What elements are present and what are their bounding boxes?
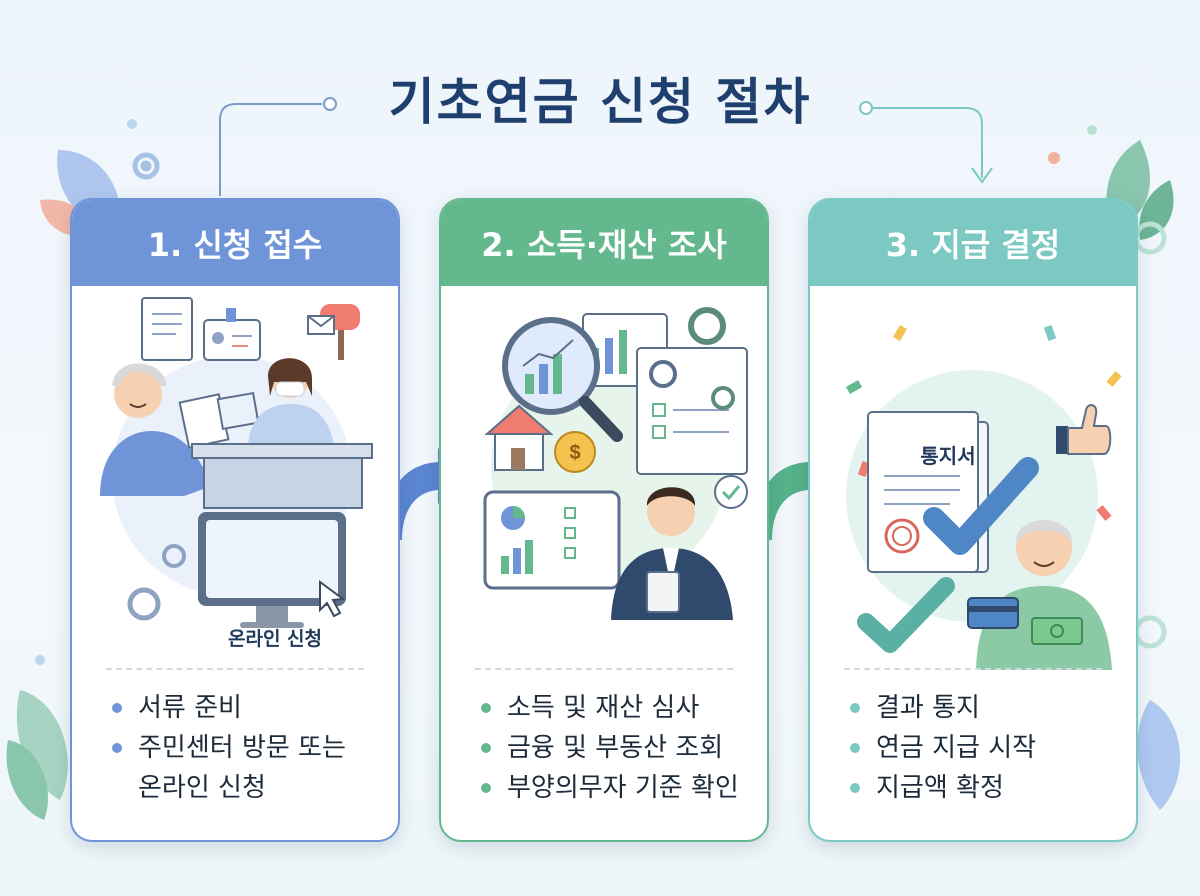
- notice-label: 통지서: [920, 444, 976, 468]
- list-item: 서류 준비: [112, 688, 346, 728]
- step-heading: 2. 소득·재산 조사: [441, 200, 767, 286]
- analyst-figure: [611, 487, 733, 620]
- list-item: 지급액 확정: [850, 768, 1036, 808]
- magnifier-icon: [502, 317, 623, 442]
- list-item: 금융 및 부동산 조회: [481, 728, 739, 768]
- bullet-icon: [850, 703, 860, 713]
- step-card-1: 1. 신청 접수: [70, 198, 400, 842]
- step-card-2: 2. 소득·재산 조사: [439, 198, 769, 842]
- page-title: 기초연금 신청 절차: [388, 73, 812, 131]
- coin-icon: $: [554, 431, 596, 473]
- bullet-icon: [850, 743, 860, 753]
- document-icon: [141, 297, 193, 361]
- list-item: 결과 통지: [850, 688, 1036, 728]
- step-3-illustration: 통지서: [810, 286, 1136, 670]
- id-card-icon: [203, 308, 261, 361]
- gear-icon: [132, 152, 160, 180]
- svg-text:$: $: [569, 442, 580, 464]
- bullet-icon: [112, 703, 122, 713]
- step-1-illustration: 온라인 신청: [72, 286, 398, 670]
- step-item-list: 결과 통지 연금 지급 시작 지급액 확정: [850, 688, 1036, 808]
- bullet-icon: [850, 783, 860, 793]
- check-bubble-icon: [714, 475, 748, 509]
- step-item-list: 소득 및 재산 심사 금융 및 부동산 조회 부양의무자 기준 확인: [481, 688, 739, 808]
- divider: [844, 668, 1102, 670]
- bullet-icon: [481, 743, 491, 753]
- step-heading: 3. 지급 결정: [810, 200, 1136, 286]
- list-item: 소득 및 재산 심사: [481, 688, 739, 728]
- bullet-icon: [481, 783, 491, 793]
- monitor-icon: [198, 512, 346, 628]
- mailbox-icon: [307, 304, 360, 360]
- list-item: 부양의무자 기준 확인: [481, 768, 739, 808]
- step-heading: 1. 신청 접수: [72, 200, 398, 286]
- online-apply-label: 온라인 신청: [227, 628, 322, 650]
- house-icon: [484, 404, 554, 471]
- bullet-icon: [112, 743, 122, 753]
- gear-icon: [1133, 221, 1167, 649]
- bullet-icon: [481, 703, 491, 713]
- divider: [475, 668, 733, 670]
- bank-card-icon: [967, 597, 1019, 629]
- step-2-illustration: $: [441, 286, 767, 670]
- tablet-icon: [483, 490, 621, 590]
- divider: [106, 668, 364, 670]
- cash-icon: [1031, 617, 1083, 645]
- step-card-3: 3. 지급 결정: [808, 198, 1138, 842]
- clerk-figure: [248, 358, 334, 446]
- thumbs-up-icon: [1056, 404, 1112, 455]
- check-icon: [857, 577, 955, 653]
- elderly-applicant-figure: [100, 363, 212, 496]
- list-item: 연금 지급 시작: [850, 728, 1036, 768]
- check-icon: [923, 457, 1039, 555]
